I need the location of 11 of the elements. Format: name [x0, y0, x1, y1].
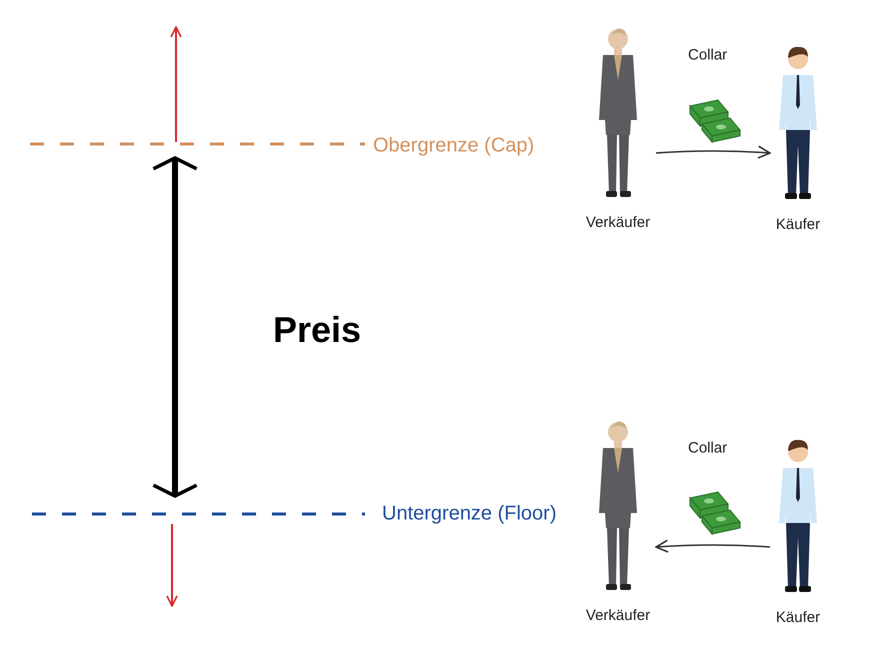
- collar-label: Collar: [688, 440, 728, 456]
- price-label: Preis: [273, 309, 362, 351]
- person-name: Käufer: [776, 609, 820, 626]
- person-name: Käufer: [776, 216, 820, 233]
- cap-label: Obergrenze (Cap): [373, 134, 534, 158]
- person-name: Verkäufer: [586, 607, 650, 624]
- collar-label: Collar: [688, 46, 728, 64]
- arrow: [656, 146, 771, 159]
- person-name: Verkäufer: [586, 214, 650, 231]
- arrow: [655, 540, 770, 553]
- floor-label: Untergrenze (Floor): [382, 502, 557, 526]
